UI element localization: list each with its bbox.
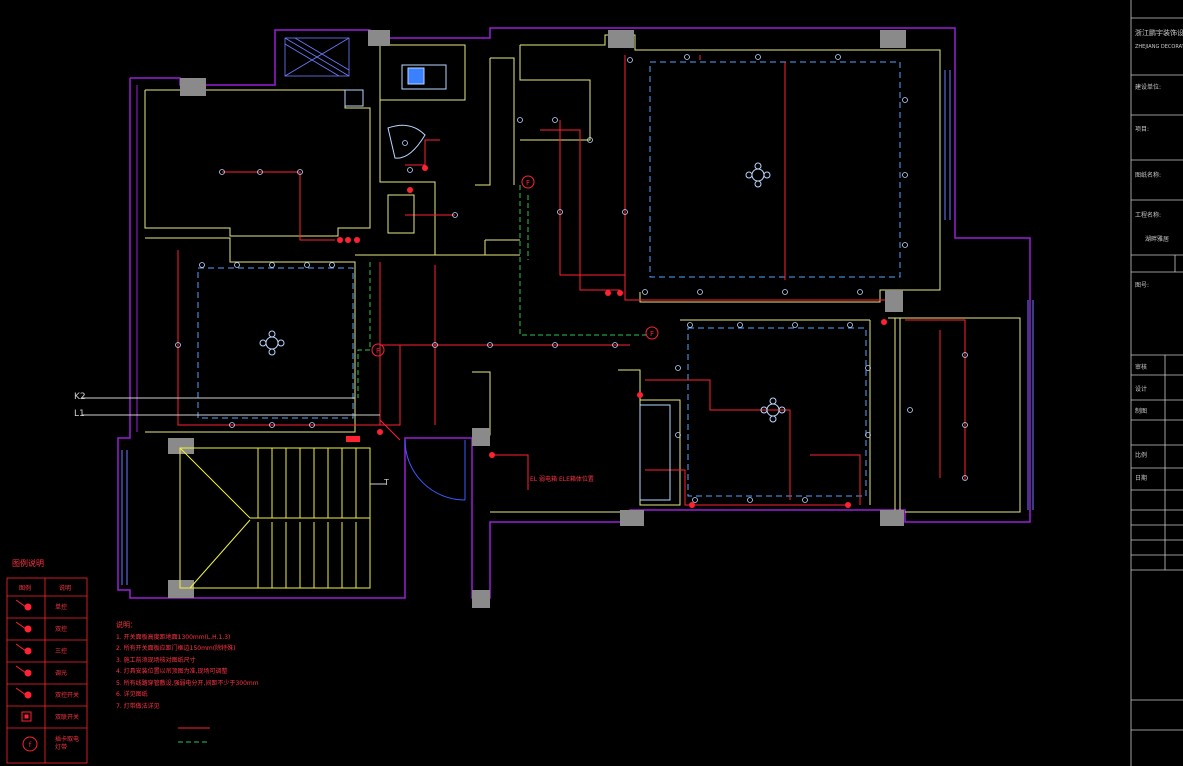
legend-header-icon: 图例	[19, 585, 32, 592]
chandelier-master	[745, 162, 771, 188]
legend-row: 双控开关	[7, 684, 87, 706]
notes-title: 说明：	[116, 621, 137, 629]
legend-item-name: 双控开关	[55, 692, 80, 699]
svg-text:f: f	[29, 741, 32, 749]
tb-field-date: 日期	[1135, 475, 1148, 482]
tb-field-draw: 制图	[1135, 408, 1148, 415]
note-line: 6. 详见图纸	[116, 691, 148, 698]
title-block: 浙江鹏宇装饰设计有限公司 ZHEJIANG DECORATION DESIGN …	[1131, 0, 1183, 766]
note-line: 5. 所有线路穿管敷设,强弱电分开,间距不少于300mm	[116, 679, 259, 687]
tb-field-work-value: 湖畔雅居	[1145, 236, 1170, 243]
svg-text:F: F	[650, 330, 654, 338]
legend-header-name: 说明	[59, 585, 72, 592]
legend-item-name: 三控	[55, 648, 68, 655]
switches	[337, 165, 887, 508]
tb-field-work: 工程名称:	[1135, 212, 1162, 219]
distribution-box	[346, 436, 360, 442]
company-sub: ZHEJIANG DECORATION DESIGN CO.,LTD	[1135, 44, 1183, 50]
line-type-samples	[178, 727, 210, 743]
legend-row: 单控	[7, 596, 87, 618]
circuit-lines	[177, 55, 966, 506]
note-line: 2. 所有开关面板应距门框边150mm(除特殊)	[116, 645, 236, 652]
legend-row: 双联开关	[7, 706, 87, 728]
note-line: 1. 开关面板高度距地面1300mm(L.H.1.3)	[116, 633, 231, 641]
svg-text:F: F	[376, 347, 380, 355]
wall-outline-left	[117, 27, 1031, 599]
legend-row: 双控	[7, 618, 87, 640]
label-l1: L1	[74, 409, 85, 419]
title-block-frame	[1130, 0, 1183, 766]
svg-text:F: F	[526, 179, 530, 187]
structural-columns	[168, 30, 906, 608]
tb-field-design: 设计	[1135, 386, 1148, 393]
ceiling-outlines	[197, 61, 901, 497]
company-name: 浙江鹏宇装饰设计有限公司	[1135, 29, 1183, 37]
legend-item-name: 双控	[55, 626, 68, 633]
legend-row: 灯带	[7, 737, 87, 759]
tb-field-review: 审核	[1135, 364, 1148, 371]
windows	[121, 70, 1034, 585]
legend-item-name: 灯带	[55, 744, 68, 751]
legend-item-name: 双联开关	[55, 714, 80, 721]
note-line: 3. 施工前须现场核对图纸尺寸	[116, 656, 196, 664]
design-notes: 说明： 1. 开关面板高度距地面1300mm(L.H.1.3) 2. 所有开关面…	[116, 620, 259, 712]
tb-field-drawing: 图纸名称:	[1135, 172, 1162, 179]
label-k2: K2	[74, 392, 86, 402]
legend-title: 图例说明	[12, 559, 44, 568]
legend-item-name: 单控	[55, 604, 68, 611]
tb-field-client: 建设单位:	[1135, 84, 1162, 91]
legend-row: 插卡取电	[7, 728, 87, 750]
tb-field-number: 图号:	[1135, 282, 1150, 289]
legend-item-name: 调光	[55, 670, 68, 677]
green-circuits	[357, 185, 650, 398]
note-line: 7. 灯带做法详见	[116, 702, 160, 710]
chandelier-second	[760, 397, 786, 423]
staircase	[179, 447, 385, 589]
tb-field-scale: 比例	[1135, 452, 1148, 459]
leader-lines	[82, 397, 386, 485]
tb-field-project: 项目:	[1135, 126, 1150, 133]
outer-walls	[117, 27, 1031, 599]
bathroom-fixtures	[344, 64, 671, 501]
f-markers	[371, 175, 659, 357]
legend-row: 调光	[7, 662, 87, 684]
downlights	[175, 54, 968, 503]
label-wall-box: EL 弱电箱 ELE箱体位置	[530, 476, 594, 483]
note-line: 4. 灯具安装位置以吊顶图为准,现场可调整	[116, 668, 228, 675]
chandeliers	[259, 162, 786, 423]
legend-item-name: 插卡取电	[55, 736, 80, 743]
legend-symbols	[15, 599, 38, 752]
balcony-hatch	[284, 37, 350, 77]
legend-table: 图例 说明 单控 双控 三控 调光 双控开关 双联开关 插卡取电 灯带	[7, 578, 87, 763]
chandelier-living	[259, 330, 285, 356]
legend-grid	[6, 577, 88, 764]
legend-row: 三控	[7, 640, 87, 662]
inner-walls	[144, 34, 1021, 513]
label-t: T	[384, 478, 389, 487]
entry-door-swing	[404, 439, 466, 501]
